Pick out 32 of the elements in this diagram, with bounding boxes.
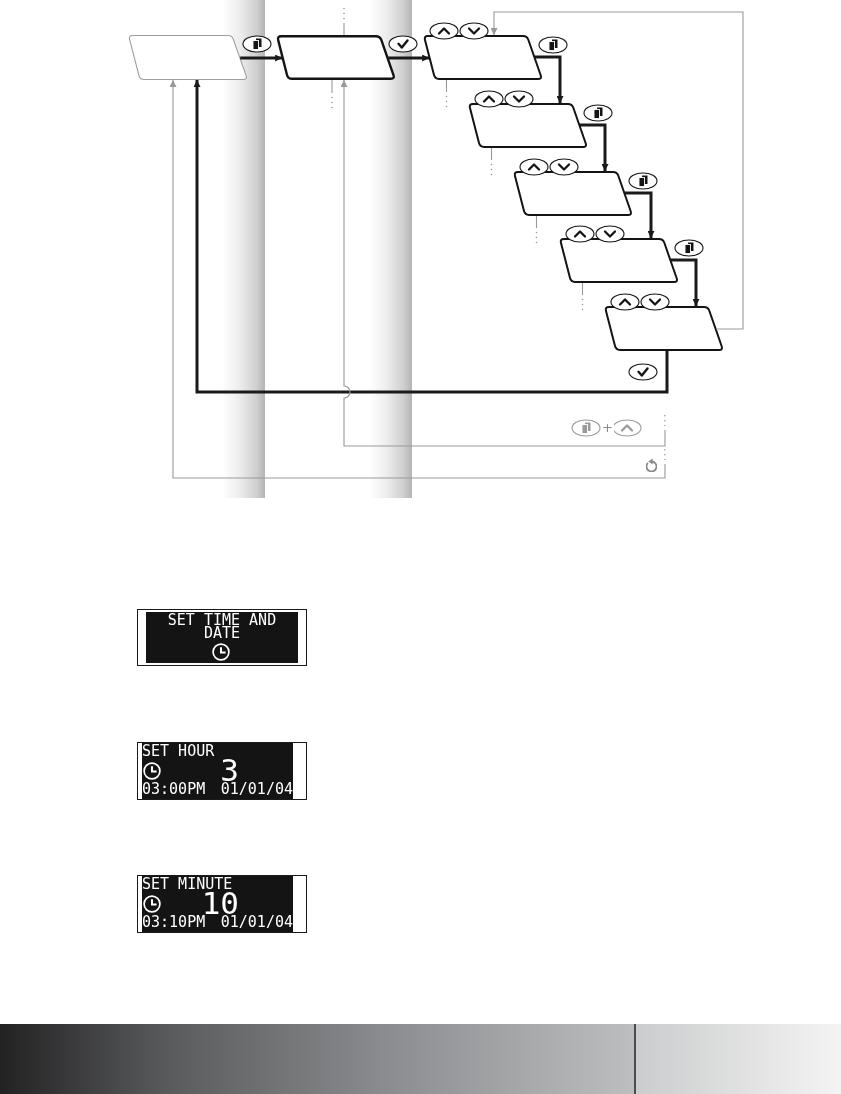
- parallelogram: [423, 35, 543, 80]
- arrow: [240, 54, 283, 62]
- parallelogram: [513, 171, 633, 216]
- parallelogram: [468, 103, 588, 148]
- connector-line: [331, 79, 333, 109]
- connector-line: [535, 215, 538, 244]
- lcd-date: 01/01/04: [220, 914, 293, 931]
- parallelogram: [276, 35, 396, 80]
- parallelogram: [604, 306, 724, 351]
- lcd-date: 01/01/04: [220, 781, 293, 798]
- arrow: [624, 191, 655, 238]
- arrow: [193, 80, 669, 394]
- lcd-heading: SET HOUR: [142, 743, 215, 760]
- arrow: [579, 123, 609, 171]
- lcd-heading: SET TIME AND DATE: [166, 614, 278, 640]
- lcd-time: 03:00PM: [142, 781, 206, 798]
- connector-line: [343, 7, 345, 36]
- lcd-heading: SET MINUTE: [142, 876, 233, 893]
- connector-line: [581, 282, 584, 311]
- arrow: [169, 79, 666, 479]
- parallelogram: [559, 238, 679, 283]
- arrow: [490, 11, 744, 330]
- lcd-display: [137, 609, 307, 666]
- edge-label: +: [601, 421, 614, 434]
- arrow: [534, 55, 564, 103]
- arrow: [388, 54, 430, 62]
- lcd-time: 03:10PM: [142, 914, 206, 931]
- connector-line: [490, 147, 493, 176]
- arrow: [340, 79, 666, 447]
- parallelogram: [128, 35, 248, 80]
- connector-line: [445, 79, 448, 108]
- arrow: [670, 258, 700, 306]
